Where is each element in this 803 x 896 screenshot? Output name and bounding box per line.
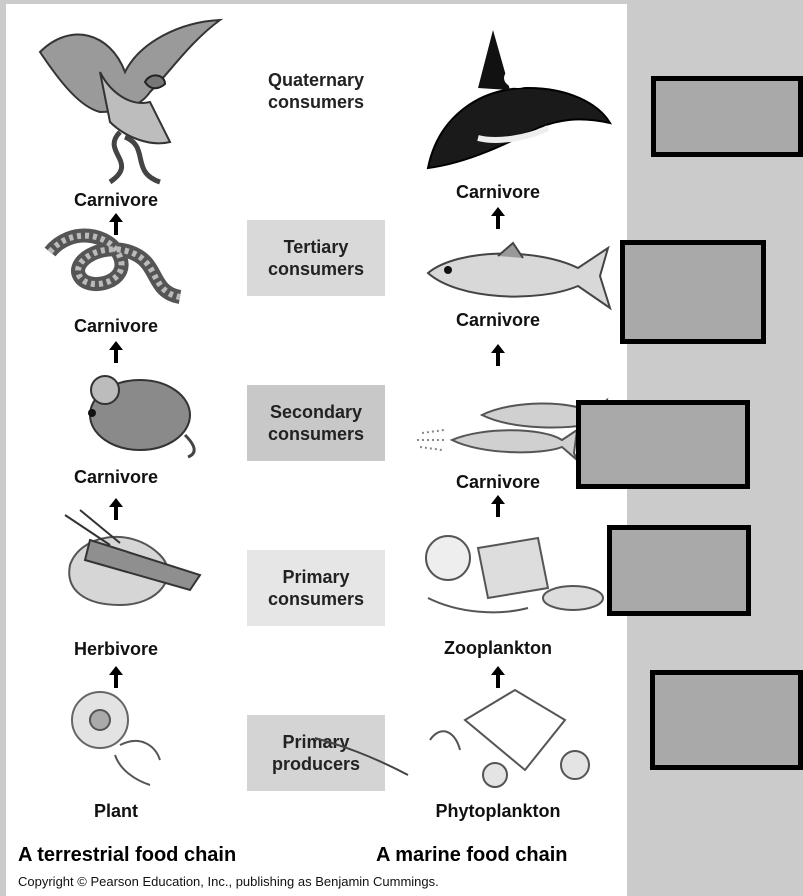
phytoplankton-illustration xyxy=(425,680,600,795)
level-box-quaternary: Quaternary consumers xyxy=(247,53,385,129)
level-box-secondary: Secondary consumers xyxy=(247,385,385,461)
level-box-primary-consumers: Primary consumers xyxy=(247,550,385,626)
terrestrial-label-3: Carnivore xyxy=(36,467,196,487)
answer-box-2[interactable] xyxy=(620,240,766,344)
up-arrow-icon xyxy=(109,213,123,235)
marine-chain-heading: A marine food chain xyxy=(376,844,568,867)
plant-illustration xyxy=(60,685,175,790)
up-arrow-icon xyxy=(109,341,123,363)
marine-label-5: Phytoplankton xyxy=(418,801,578,821)
level-label-quaternary: Quaternary consumers xyxy=(268,69,364,113)
answer-box-3[interactable] xyxy=(576,400,750,489)
grasshopper-illustration xyxy=(50,505,215,610)
terrestrial-label-5: Plant xyxy=(36,801,196,821)
up-arrow-icon xyxy=(491,344,505,366)
killer-whale-illustration xyxy=(418,28,613,178)
marine-label-1: Carnivore xyxy=(418,182,578,202)
mouse-illustration xyxy=(70,365,200,460)
up-arrow-icon xyxy=(491,207,505,229)
snake-illustration xyxy=(40,222,190,312)
marine-label-3: Carnivore xyxy=(418,472,578,492)
terrestrial-chain-heading: A terrestrial food chain xyxy=(18,844,236,867)
terrestrial-label-4: Herbivore xyxy=(36,639,196,659)
answer-box-5[interactable] xyxy=(650,670,803,770)
copyright-notice: Copyright © Pearson Education, Inc., pub… xyxy=(18,874,439,889)
up-arrow-icon xyxy=(109,666,123,688)
up-arrow-icon xyxy=(109,498,123,520)
up-arrow-icon xyxy=(491,495,505,517)
level-label-secondary: Secondary consumers xyxy=(268,401,364,445)
marine-label-2: Carnivore xyxy=(418,310,578,330)
tuna-illustration xyxy=(418,238,613,318)
level-box-tertiary: Tertiary consumers xyxy=(247,220,385,296)
answer-box-4[interactable] xyxy=(607,525,751,616)
level-label-primary-consumers: Primary consumers xyxy=(268,566,364,610)
level-label-tertiary: Tertiary consumers xyxy=(268,236,364,280)
terrestrial-label-1: Carnivore xyxy=(36,190,196,210)
zooplankton-illustration xyxy=(418,528,608,618)
up-arrow-icon xyxy=(491,666,505,688)
answer-box-1[interactable] xyxy=(651,76,803,157)
hawk-illustration xyxy=(30,12,230,192)
scribble-mark xyxy=(310,730,415,780)
marine-label-4: Zooplankton xyxy=(418,638,578,658)
terrestrial-label-2: Carnivore xyxy=(36,316,196,336)
